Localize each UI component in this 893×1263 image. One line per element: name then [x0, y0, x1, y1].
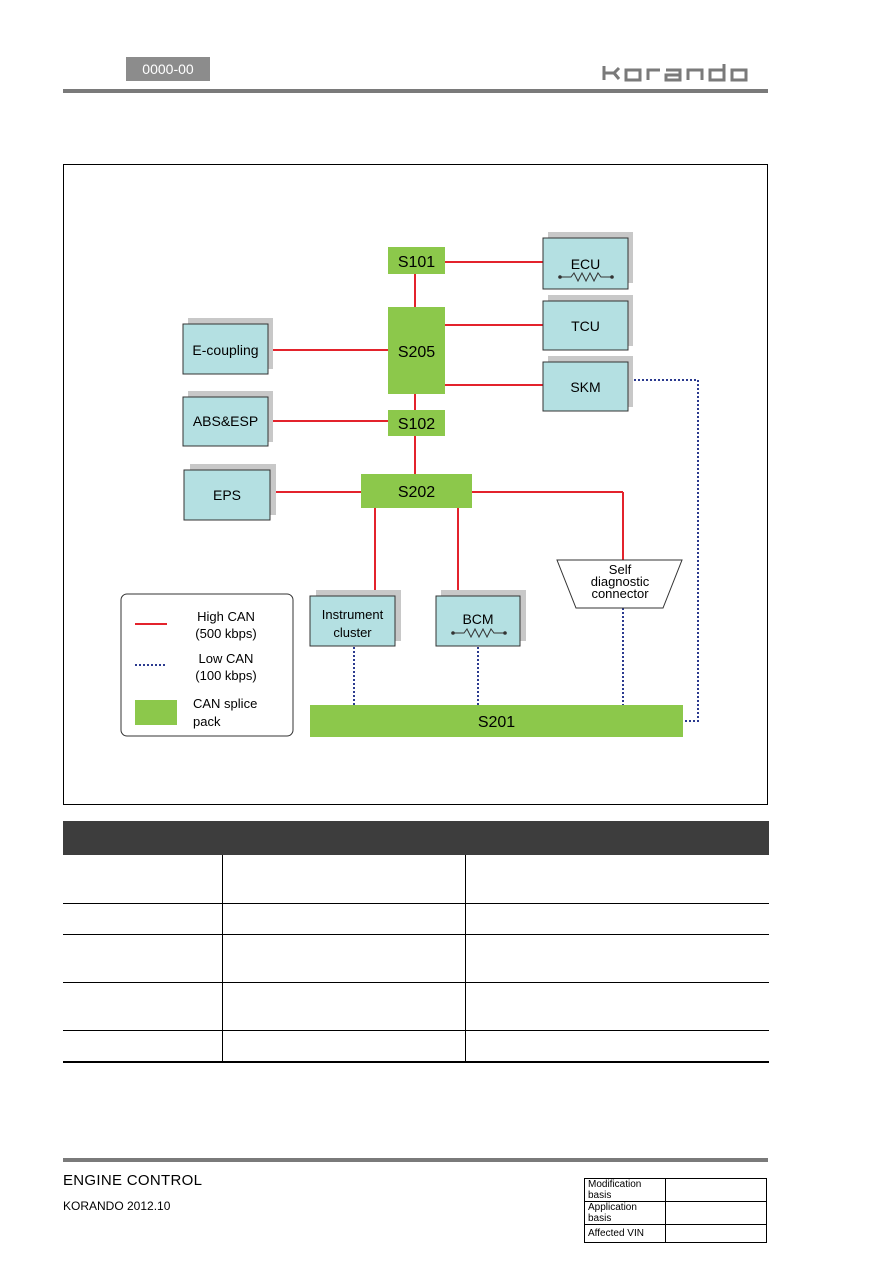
svg-text:E-coupling: E-coupling — [192, 342, 258, 358]
basis-value — [665, 1201, 767, 1225]
table-cell — [222, 934, 466, 983]
spec-table — [63, 821, 769, 1063]
table-cell — [63, 903, 223, 935]
model-date: KORANDO 2012.10 — [63, 1199, 171, 1213]
svg-text:SKM: SKM — [570, 379, 600, 395]
table-row — [63, 903, 769, 935]
table-cell — [465, 982, 769, 1031]
basis-label: Affected VIN — [584, 1224, 666, 1243]
basis-table: Modification basis Application basis Aff… — [584, 1178, 767, 1243]
module-skm: SKM — [542, 356, 633, 412]
table-header-cell — [465, 821, 769, 855]
svg-text:S201: S201 — [478, 714, 515, 731]
splice-pack-s101: S101 — [388, 247, 445, 274]
brand-logo — [602, 64, 748, 82]
legend-box: High CAN (500 kbps) Low CAN (100 kbps) C… — [120, 593, 294, 737]
svg-text:ABS&ESP: ABS&ESP — [193, 413, 258, 429]
low-can-wiring — [353, 379, 699, 722]
module-instrument-cluster: Instrument cluster — [309, 590, 401, 647]
table-header-cell — [63, 821, 223, 855]
table-row — [63, 854, 769, 904]
table-cell — [63, 1030, 223, 1063]
resistor-icon — [451, 627, 507, 639]
table-cell — [222, 982, 466, 1031]
header-rule — [63, 89, 768, 93]
basis-row: Application basis — [584, 1201, 767, 1225]
svg-text:pack: pack — [193, 714, 221, 729]
svg-text:EPS: EPS — [213, 487, 241, 503]
basis-label: Application basis — [584, 1201, 666, 1225]
svg-text:ECU: ECU — [571, 256, 601, 272]
svg-text:S101: S101 — [398, 254, 435, 271]
table-cell — [222, 854, 466, 904]
svg-text:S205: S205 — [398, 344, 435, 361]
module-bcm: BCM — [435, 590, 526, 647]
svg-text:diagnostic: diagnostic — [591, 574, 650, 589]
basis-row: Modification basis — [584, 1178, 767, 1202]
svg-text:(500 kbps): (500 kbps) — [195, 626, 256, 641]
table-row — [63, 1030, 769, 1063]
svg-text:S202: S202 — [398, 484, 435, 501]
basis-value — [665, 1178, 767, 1202]
table-cell — [222, 1030, 466, 1063]
splice-pack-s201: S201 — [310, 705, 683, 737]
splice-pack-s205: S205 — [388, 307, 445, 394]
basis-row: Affected VIN — [584, 1224, 767, 1243]
self-diagnostic-connector: Self diagnostic connector — [556, 559, 683, 609]
can-network-diagram: S101 S205 S102 S202 S201 ECU TCU SKM — [120, 232, 699, 737]
table-cell — [222, 903, 466, 935]
table-cell — [465, 1030, 769, 1063]
table-cell — [63, 982, 223, 1031]
table-header-row — [63, 821, 769, 855]
svg-text:BCM: BCM — [462, 611, 493, 627]
module-tcu: TCU — [542, 295, 633, 351]
table-cell — [465, 854, 769, 904]
table-row — [63, 934, 769, 983]
page-code-badge: 0000-00 — [126, 57, 210, 81]
table-row — [63, 982, 769, 1031]
table-cell — [465, 934, 769, 983]
svg-text:TCU: TCU — [571, 318, 600, 334]
svg-text:Instrument: Instrument — [322, 607, 384, 622]
svg-text:cluster: cluster — [333, 625, 372, 640]
splice-pack-s102: S102 — [388, 410, 445, 436]
diagram-frame — [63, 164, 768, 805]
table-cell — [63, 854, 223, 904]
svg-text:connector: connector — [591, 586, 649, 601]
legend-splice-swatch — [135, 700, 177, 725]
table-header-cell — [222, 821, 466, 855]
module-eps: EPS — [183, 464, 276, 521]
section-title: ENGINE CONTROL — [63, 1172, 203, 1189]
basis-label: Modification basis — [584, 1178, 666, 1202]
high-can-wiring — [273, 261, 624, 594]
footer-rule — [63, 1158, 768, 1162]
svg-text:High CAN: High CAN — [197, 609, 255, 624]
module-e-coupling: E-coupling — [182, 318, 273, 375]
svg-text:(100 kbps): (100 kbps) — [195, 668, 256, 683]
basis-value — [665, 1224, 767, 1243]
table-cell — [63, 934, 223, 983]
table-cell — [465, 903, 769, 935]
module-abs-esp: ABS&ESP — [182, 391, 273, 447]
splice-pack-s202: S202 — [361, 474, 472, 508]
module-ecu: ECU — [542, 232, 633, 290]
svg-text:Low CAN: Low CAN — [199, 651, 254, 666]
svg-text:Self: Self — [609, 562, 632, 577]
resistor-icon — [558, 271, 614, 283]
svg-text:CAN splice: CAN splice — [193, 696, 257, 711]
svg-text:S102: S102 — [398, 416, 435, 433]
